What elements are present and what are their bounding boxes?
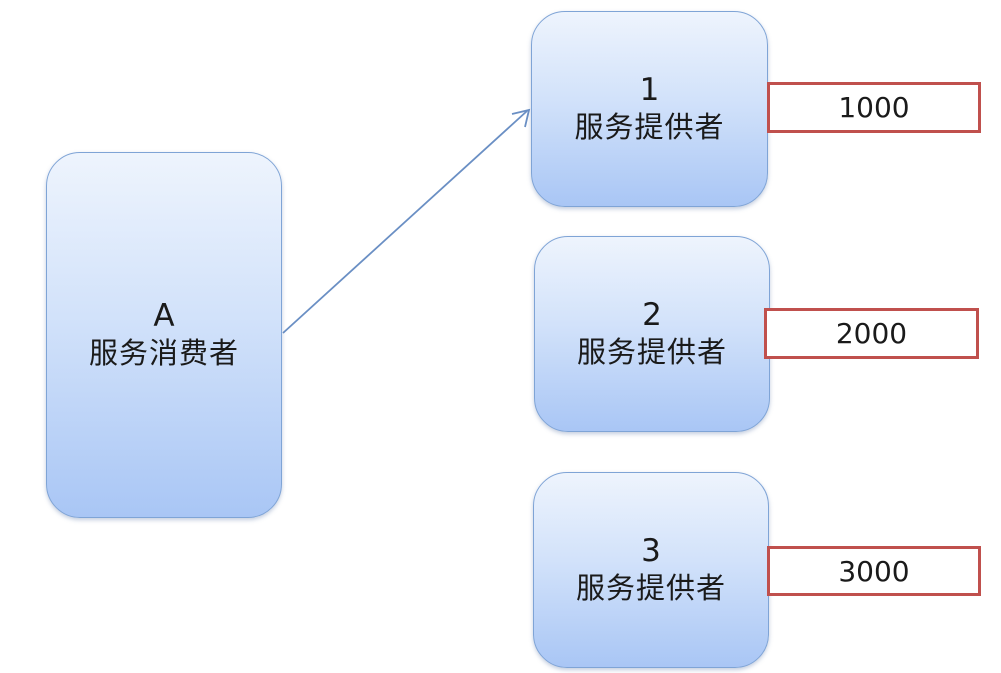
provider-2-label: 服务提供者 <box>576 334 727 369</box>
consumer-label: 服务消费者 <box>88 335 239 370</box>
provider-2-weight-box: 2000 <box>764 308 979 359</box>
arrow-line <box>282 110 528 334</box>
service-provider-node-3: 3 服务提供者 <box>533 472 769 668</box>
provider-3-weight-box: 3000 <box>767 546 981 596</box>
service-consumer-node: A 服务消费者 <box>46 152 282 518</box>
provider-1-label: 服务提供者 <box>574 109 725 144</box>
provider-1-id: 1 <box>639 72 660 109</box>
service-provider-node-2: 2 服务提供者 <box>534 236 770 432</box>
arrow-head <box>511 108 531 128</box>
provider-2-id: 2 <box>642 297 662 334</box>
provider-3-label: 服务提供者 <box>575 570 726 605</box>
provider-1-weight-box: 1000 <box>767 82 981 133</box>
consumer-id: A <box>153 298 175 335</box>
provider-3-id: 3 <box>641 533 661 570</box>
service-provider-node-1: 1 服务提供者 <box>531 11 768 207</box>
